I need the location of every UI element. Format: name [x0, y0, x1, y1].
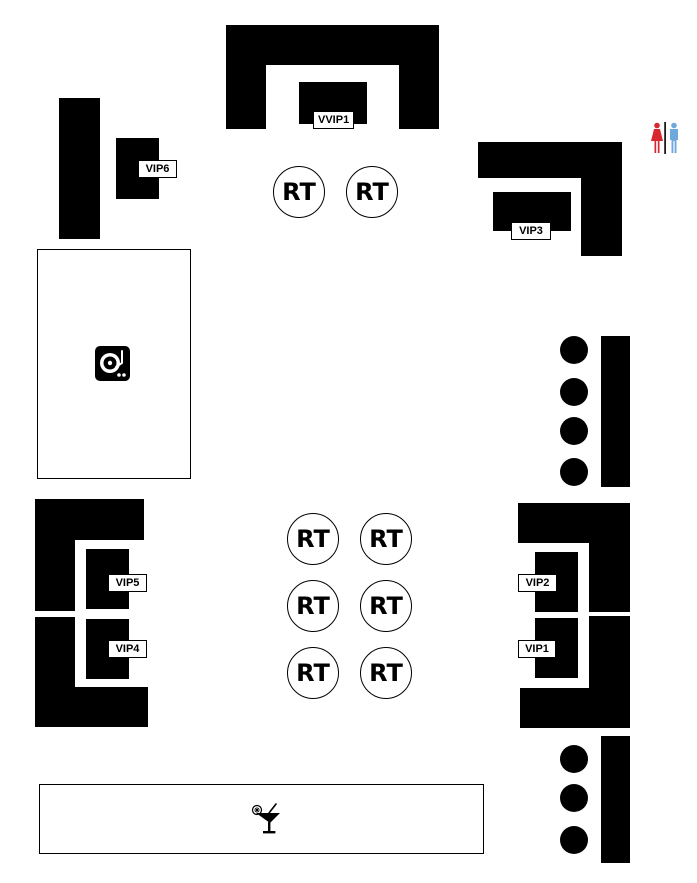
bar-counter-upper-right	[601, 336, 630, 487]
round-table[interactable]: RT	[273, 166, 325, 218]
vvip1-label[interactable]: VVIP1	[313, 111, 354, 129]
bar-stool[interactable]	[560, 784, 588, 812]
vvip1-sofa-left	[226, 25, 266, 129]
vip2-label[interactable]: VIP2	[518, 574, 557, 592]
vip4-label[interactable]: VIP4	[108, 640, 147, 658]
vip3-label[interactable]: VIP3	[511, 222, 551, 240]
vip3-sofa-right	[581, 142, 622, 256]
round-table[interactable]: RT	[360, 580, 412, 632]
bar-stool[interactable]	[560, 458, 588, 486]
restroom-icon[interactable]	[648, 122, 682, 154]
bar-counter-lower-right	[601, 736, 630, 863]
vvip1-sofa-right	[399, 25, 439, 129]
round-table[interactable]: RT	[287, 580, 339, 632]
round-table[interactable]: RT	[287, 513, 339, 565]
vip5-label[interactable]: VIP5	[108, 574, 147, 592]
round-table[interactable]: RT	[360, 647, 412, 699]
vip6-label[interactable]: VIP6	[138, 160, 177, 178]
cocktail-icon[interactable]	[250, 803, 282, 835]
round-table[interactable]: RT	[346, 166, 398, 218]
bar-stool[interactable]	[560, 336, 588, 364]
vip1-label[interactable]: VIP1	[518, 640, 556, 658]
round-table[interactable]: RT	[287, 647, 339, 699]
bar-stool[interactable]	[560, 826, 588, 854]
main-bar[interactable]	[39, 784, 484, 854]
bar-stool[interactable]	[560, 378, 588, 406]
round-table[interactable]: RT	[360, 513, 412, 565]
vip6-sofa	[59, 98, 100, 239]
bar-stool[interactable]	[560, 417, 588, 445]
turntable-icon[interactable]	[95, 346, 130, 381]
bar-stool[interactable]	[560, 745, 588, 773]
